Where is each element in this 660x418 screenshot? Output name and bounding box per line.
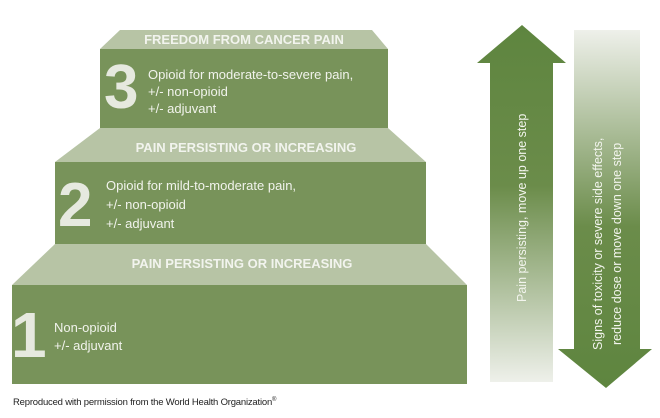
step-2-top-label: PAIN PERSISTING OR INCREASING: [136, 140, 357, 155]
step-2-box: [55, 162, 426, 244]
step-3-line-1: Opioid for moderate-to-severe pain,: [148, 67, 353, 82]
step-1-line-2: +/- adjuvant: [54, 338, 123, 353]
down-arrow-label-line-2: reduce dose or move down one step: [610, 143, 624, 345]
top-label: FREEDOM FROM CANCER PAIN: [144, 32, 344, 47]
attribution-footnote: Reproduced with permission from the Worl…: [13, 397, 276, 408]
step-3-numeral: 3: [104, 53, 138, 122]
step-3-line-3: +/- adjuvant: [148, 101, 217, 116]
up-arrow: [477, 25, 566, 382]
step-2-numeral: 2: [58, 171, 92, 240]
step-1-line-1: Non-opioid: [54, 320, 117, 335]
up-arrow-label: Pain persisting, move up one step: [515, 114, 529, 302]
step-1-top-face: [12, 244, 467, 285]
footnote-mark: ®: [272, 397, 277, 403]
down-arrow-label-line-1: Signs of toxicity or severe side effects…: [591, 138, 605, 350]
step-3-top-face: [100, 30, 388, 49]
step-2-line-1: Opioid for mild-to-moderate pain,: [106, 178, 296, 193]
step-1-top-label: PAIN PERSISTING OR INCREASING: [132, 256, 353, 271]
step-1-box: [12, 285, 467, 384]
step-2-line-2: +/- non-opioid: [106, 197, 186, 212]
down-arrow: [558, 30, 652, 388]
step-3-box: [100, 49, 388, 128]
step-3-line-2: +/- non-opioid: [148, 84, 228, 99]
footnote-text: Reproduced with permission from the Worl…: [13, 397, 273, 409]
step-2-line-3: +/- adjuvant: [106, 216, 175, 231]
step-2-top-face: [55, 128, 426, 162]
step-1-numeral: 1: [11, 299, 47, 371]
